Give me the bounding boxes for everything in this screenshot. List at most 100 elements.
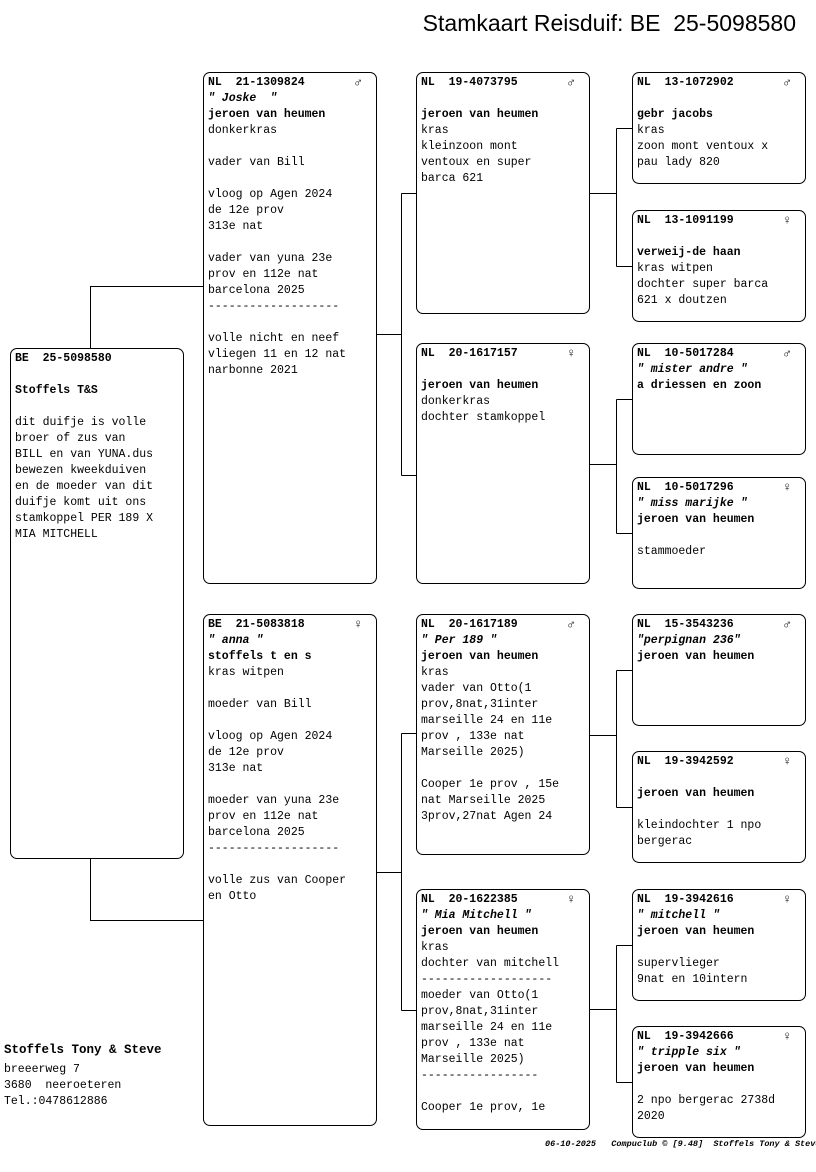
pigeon-name: " Per 189 ": [421, 634, 497, 647]
pigeon-name: " miss marijke ": [637, 497, 748, 510]
info-line: 621 x doutzen: [637, 294, 727, 307]
pigeon-card-mm[interactable]: NL 20-1622385♀" Mia Mitchell "jeroen van…: [416, 889, 590, 1130]
info-line: barcelona 2025: [208, 826, 305, 839]
info-line: barca 621: [421, 172, 484, 185]
info-line: [208, 857, 372, 873]
ring-number: NL 19-3942592: [637, 755, 734, 768]
info-line: [208, 681, 372, 697]
info-line: Cooper 1e prov, 1e: [421, 1101, 546, 1114]
info-line: [421, 761, 585, 777]
info-line: [421, 91, 585, 107]
breeder-name: a driessen en zoon: [637, 379, 762, 392]
info-line: nat Marseille 2025: [421, 794, 546, 807]
male-icon: ♂: [354, 75, 362, 90]
info-line: en Otto: [208, 890, 257, 903]
info-line: [637, 802, 801, 818]
info-line: marseille 24 en 11e: [421, 714, 553, 727]
pigeon-card-mmm[interactable]: NL 19-3942666♀" tripple six "jeroen van …: [632, 1026, 806, 1138]
info-line: Cooper 1e prov , 15e: [421, 778, 560, 791]
ring-number: NL 20-1617157: [421, 347, 518, 360]
info-line: kras: [637, 124, 665, 137]
info-line: dochter super barca: [637, 278, 769, 291]
info-line: MIA MITCHELL: [15, 528, 98, 541]
female-icon: ♀: [567, 892, 575, 907]
info-line: -----------------: [421, 1069, 539, 1082]
info-line: [637, 528, 801, 544]
ring-number: NL 10-5017284: [637, 347, 734, 360]
info-line: [637, 1077, 801, 1093]
breeder-name: jeroen van heumen: [208, 108, 326, 121]
male-icon: ♂: [567, 75, 575, 90]
ring-number: BE 21-5083818: [208, 618, 305, 631]
info-line: donkerkras: [208, 124, 278, 137]
pigeon-card-fmf[interactable]: NL 10-5017284 ♂ " mister andre " a driessen…: [632, 343, 806, 455]
info-line: [208, 713, 372, 729]
breeder-name: jeroen van heumen: [421, 650, 539, 663]
footer-text: 06-10-2025 Compuclub © [9.48] Stoffels T…: [545, 1139, 816, 1149]
info-line: 2020: [637, 1110, 665, 1123]
female-icon: ♀: [354, 617, 362, 632]
pigeon-name: " mister andre ": [637, 363, 748, 376]
breeder-name: jeroen van heumen: [637, 787, 755, 800]
owner-city: 3680 neeroeteren: [4, 1079, 122, 1092]
info-line: 3prov,27nat Agen 24: [421, 810, 553, 823]
info-line: prov , 133e nat: [421, 730, 525, 743]
ring-number: NL 10-5017296: [637, 481, 734, 494]
info-line: prov , 133e nat: [421, 1037, 525, 1050]
info-line: kras: [421, 666, 449, 679]
pigeon-name: "perpignan 236": [637, 634, 741, 647]
info-line: supervlieger: [637, 957, 720, 970]
info-line: kras witpen: [208, 666, 284, 679]
info-line: 313e nat: [208, 762, 264, 775]
ring-number: NL 19-3942616: [637, 893, 734, 906]
pigeon-card-father[interactable]: NL 21-1309824♂" Joske "jeroen van heumen…: [203, 72, 377, 584]
info-line: [15, 367, 179, 383]
info-line: [208, 315, 372, 331]
info-line: vloog op Agen 2024: [208, 730, 333, 743]
info-line: Marseille 2025): [421, 746, 525, 759]
info-line: [637, 940, 801, 956]
female-icon: ♀: [783, 213, 791, 228]
info-line: narbonne 2021: [208, 364, 298, 377]
info-line: bewezen kweekduiven: [15, 464, 147, 477]
pigeon-card-fmm[interactable]: NL 10-5017296♀" miss marijke "jeroen van…: [632, 477, 806, 589]
info-line: kras: [421, 124, 449, 137]
male-icon: ♂: [783, 346, 791, 361]
info-line: volle nicht en neef: [208, 332, 340, 345]
info-line: marseille 24 en 11e: [421, 1021, 553, 1034]
info-line: en de moeder van dit: [15, 480, 154, 493]
info-line: de 12e prov: [208, 746, 284, 759]
info-line: 9nat en 10intern: [637, 973, 748, 986]
ring-number: NL 20-1617189: [421, 618, 518, 631]
pigeon-card-mff[interactable]: NL 15-3543236♂"perpignan 236"jeroen van …: [632, 614, 806, 726]
info-line: [208, 139, 372, 155]
info-line: donkerkras: [421, 395, 491, 408]
ring-number: NL 13-1072902: [637, 76, 734, 89]
ring-number: BE 25-5098580: [15, 352, 112, 365]
pigeon-card-mmf[interactable]: NL 19-3942616♀" mitchell "jeroen van heu…: [632, 889, 806, 1001]
breeder-name: stoffels t en s: [208, 650, 312, 663]
info-line: vader van Otto(1: [421, 682, 532, 695]
info-line: dochter van mitchell: [421, 957, 560, 970]
breeder-name: jeroen van heumen: [637, 1062, 755, 1075]
female-icon: ♀: [783, 892, 791, 907]
female-icon: ♀: [783, 754, 791, 769]
pigeon-card-mf[interactable]: NL 20-1617189♂" Per 189 "jeroen van heum…: [416, 614, 590, 855]
info-line: vliegen 11 en 12 nat: [208, 348, 347, 361]
info-line: [208, 235, 372, 251]
owner-phone: Tel.:0478612886: [4, 1095, 108, 1108]
info-line: moeder van yuna 23e: [208, 794, 340, 807]
info-line: broer of zus van: [15, 432, 126, 445]
info-line: prov,8nat,31inter: [421, 1005, 539, 1018]
info-line: -------------------: [421, 973, 553, 986]
info-line: [637, 91, 801, 107]
info-line: [15, 399, 179, 415]
